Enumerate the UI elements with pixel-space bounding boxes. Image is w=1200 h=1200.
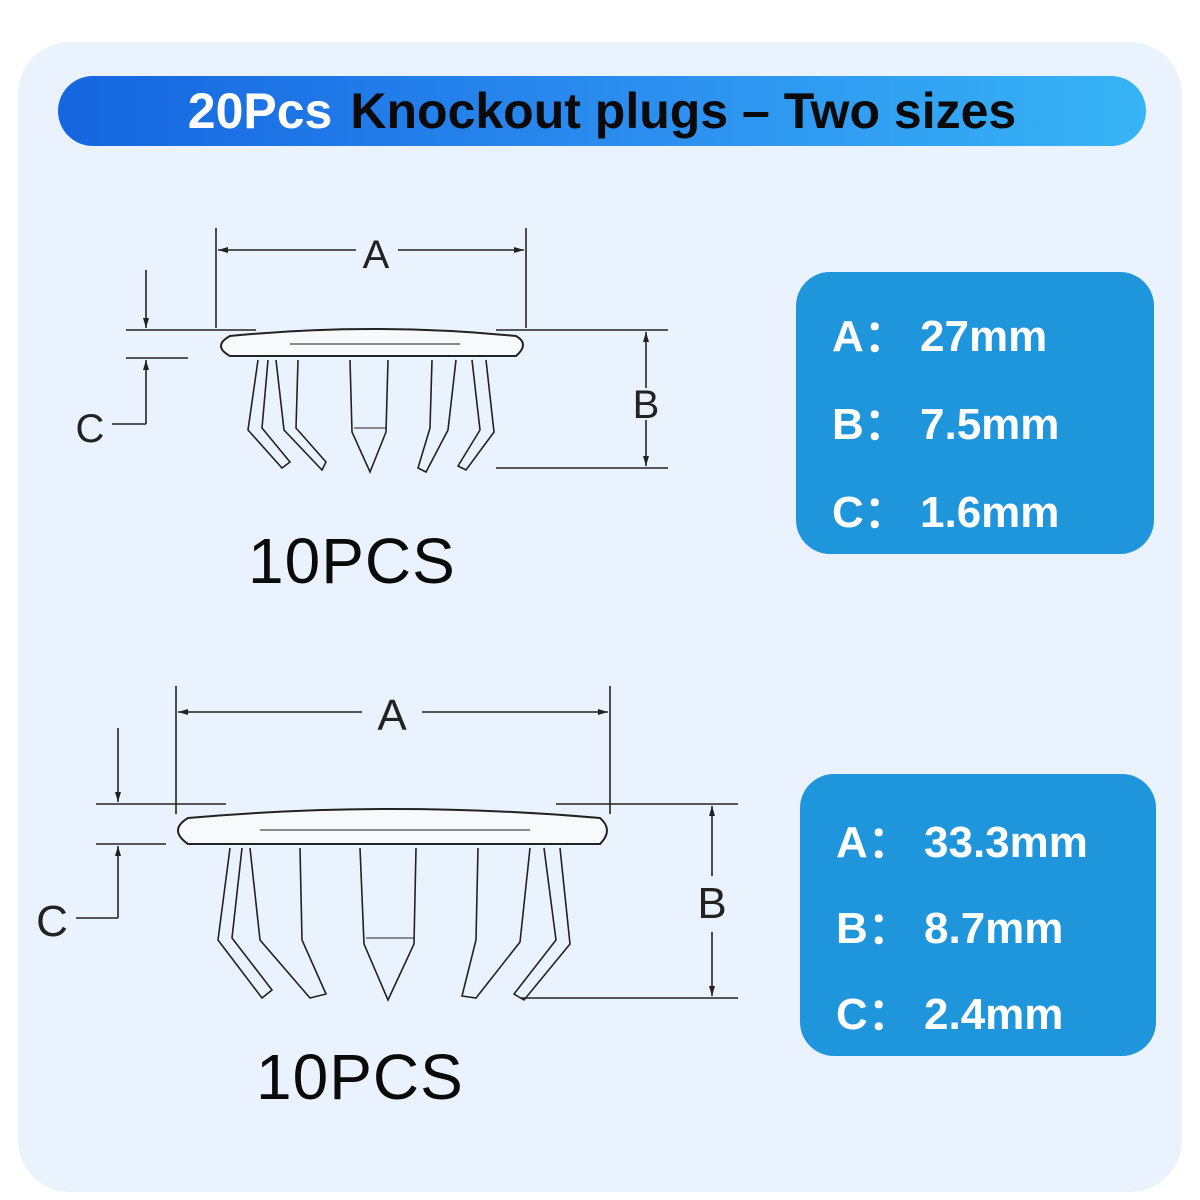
spec-row-a: A：33.3mm [836,806,1088,870]
spec-value: 33.3mm [924,818,1088,867]
label-c-small: C [76,407,105,451]
label-b-large: B [697,879,726,928]
banner-count: 20Pcs [187,83,333,139]
spec-key: A： [832,312,908,361]
spec-value: 27mm [920,312,1048,361]
plug-drawing-large [76,686,738,1002]
quantity-label-large: 10PCS [256,1041,464,1113]
label-c-large: C [36,897,68,946]
label-b-small: B [633,383,660,427]
title-banner: 20Pcs Knockout plugs – Two sizes [58,76,1146,146]
spec-row-b: B：7.5mm [832,388,1059,452]
label-a-small: A [363,233,390,277]
label-a-large: A [377,691,407,740]
spec-row-c: C：2.4mm [836,978,1063,1042]
spec-box-large: A：33.3mm B：8.7mm C：2.4mm [800,774,1156,1056]
spec-key: C： [836,990,912,1039]
spec-key: B： [832,400,908,449]
spec-key: B： [836,904,912,953]
spec-value: 8.7mm [924,904,1064,953]
spec-key: A： [836,818,912,867]
spec-value: 7.5mm [920,400,1060,449]
banner-title: Knockout plugs – Two sizes [350,83,1017,139]
spec-key: C： [832,488,908,537]
plug-drawing-small [112,228,668,475]
spec-row-a: A：27mm [832,300,1047,364]
spec-value: 1.6mm [920,488,1060,537]
spec-row-c: C：1.6mm [832,476,1059,540]
spec-value: 2.4mm [924,990,1064,1039]
spec-row-b: B：8.7mm [836,892,1063,956]
spec-box-small: A：27mm B：7.5mm C：1.6mm [796,272,1154,554]
quantity-label-small: 10PCS [248,525,456,597]
